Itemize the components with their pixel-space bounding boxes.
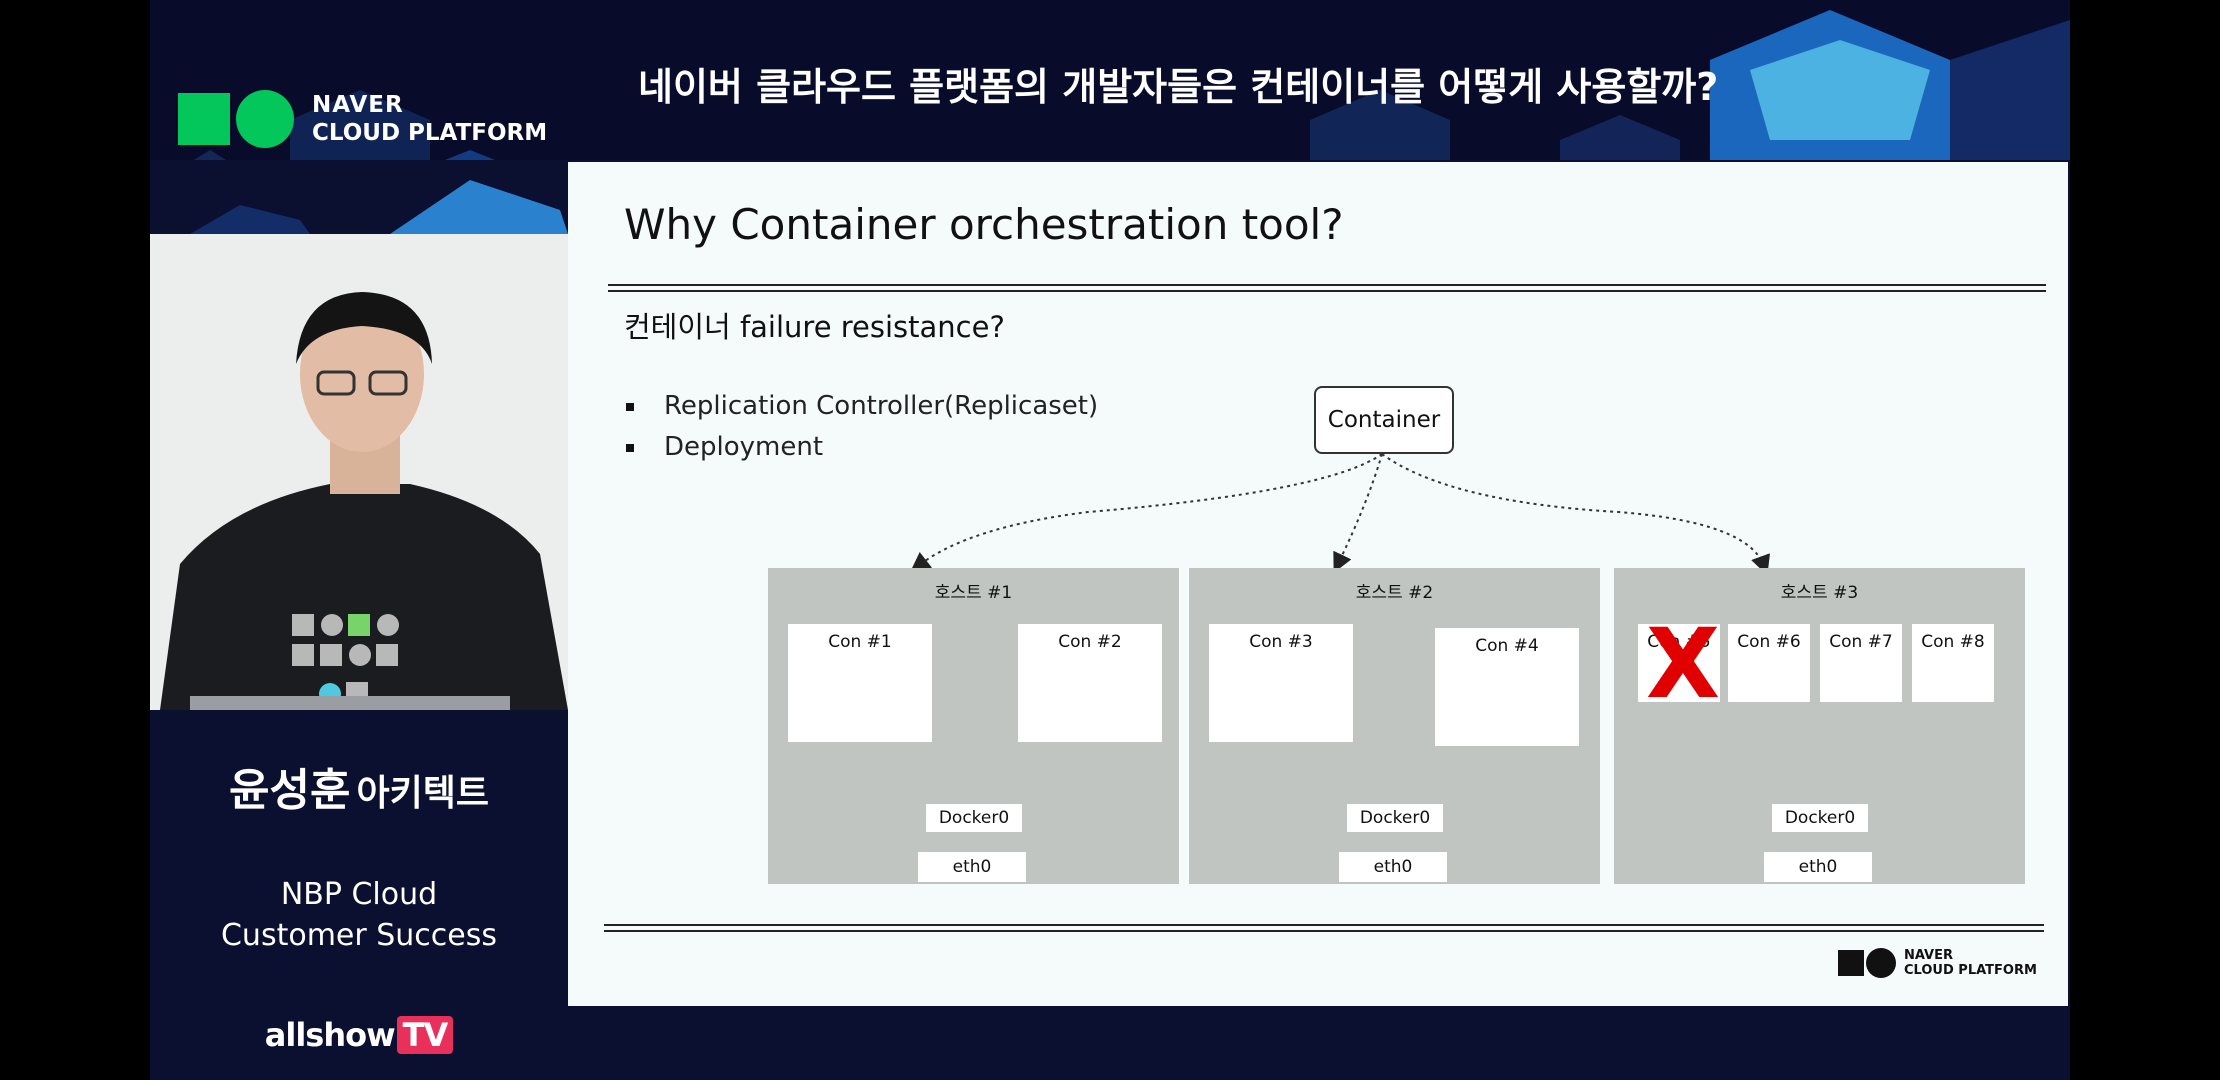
footer-rule-top	[604, 924, 2044, 926]
host-1: 호스트 #1 Con #1 Con #2 Docker0 eth0	[768, 568, 1179, 884]
host-label: 호스트 #2	[1355, 583, 1434, 603]
top-banner: NAVER CLOUD PLATFORM 네이버 클라우드 플랫폼의 개발자들은…	[150, 0, 2070, 160]
slide-subheading: 컨테이너 failure resistance?	[624, 310, 1005, 344]
container-card: Con #4	[1435, 628, 1579, 746]
slide-logo-text: NAVER CLOUD PLATFORM	[1904, 948, 2037, 978]
speaker-org-line1: NBP Cloud	[280, 877, 438, 912]
slide-logo-circle-icon	[1866, 948, 1896, 978]
docker0-bridge: Docker0	[926, 804, 1022, 832]
container-label: Con #2	[1058, 632, 1122, 652]
container-card: Con #2	[1018, 624, 1162, 742]
docker0-bridge: Docker0	[1347, 804, 1443, 832]
bullet-item: Replication Controller(Replicaset)	[624, 386, 1098, 427]
host-2: 호스트 #2 Con #3 Con #4 Docker0 eth0	[1189, 568, 1600, 884]
logo-line2: CLOUD PLATFORM	[312, 120, 548, 146]
host-label: 호스트 #3	[1780, 583, 1859, 603]
container-card: Con #7	[1820, 624, 1902, 702]
session-title: 네이버 클라우드 플랫폼의 개발자들은 컨테이너를 어떻게 사용할까?	[638, 65, 1719, 109]
slide-logo-line2: CLOUD PLATFORM	[1904, 963, 2037, 978]
logo-text: NAVER CLOUD PLATFORM	[312, 91, 547, 147]
container-card: Con #3	[1209, 624, 1353, 742]
container-card-failed: Con #5	[1638, 624, 1720, 702]
container-label: Con #6	[1737, 632, 1801, 652]
slide-logo-square-icon	[1838, 950, 1864, 976]
distribution-arrows	[910, 453, 1770, 576]
tv-badge: TV	[396, 1016, 454, 1054]
eth0-interface: eth0	[1764, 852, 1872, 882]
logo-square-icon	[178, 93, 230, 145]
host-label: 호스트 #1	[934, 583, 1013, 603]
speaker-name-text: 윤성훈	[229, 765, 351, 816]
logo-circle-icon	[236, 90, 294, 148]
video-stage: NAVER CLOUD PLATFORM 네이버 클라우드 플랫폼의 개발자들은…	[150, 0, 2070, 1080]
footer-rule-bottom	[604, 930, 2044, 932]
speaker-silhouette	[150, 234, 568, 710]
speaker-org-line2: Customer Success	[220, 918, 498, 953]
failure-x-mark: X	[1646, 608, 1721, 720]
container-node: Container	[1314, 386, 1454, 454]
speaker-info-panel	[150, 710, 568, 1080]
speaker-organization: NBP Cloud Customer Success	[150, 874, 568, 956]
container-label: Con #3	[1249, 632, 1313, 652]
container-card: Con #6	[1728, 624, 1810, 702]
container-label: Con #8	[1921, 632, 1985, 652]
host-3: 호스트 #3 Con #5 X Con #6 Con #7 Con #8 Doc…	[1614, 568, 2025, 884]
slide-logo-line1: NAVER	[1904, 948, 1954, 963]
bullet-item: Deployment	[624, 427, 1098, 468]
container-label: Con #4	[1475, 636, 1539, 656]
container-card: Con #8	[1912, 624, 1994, 702]
container-card: Con #1	[788, 624, 932, 742]
container-label: Con #5	[1647, 632, 1711, 652]
banner-hexagon-decor	[194, 10, 2070, 160]
naver-cloud-logo: NAVER CLOUD PLATFORM	[178, 90, 547, 148]
container-label: Con #1	[828, 632, 892, 652]
slide-naver-logo: NAVER CLOUD PLATFORM	[1838, 948, 2037, 978]
presentation-slide: Why Container orchestration tool? 컨테이너 f…	[568, 162, 2068, 1006]
logo-line1: NAVER	[312, 92, 404, 118]
bullet-list: Replication Controller(Replicaset) Deplo…	[624, 386, 1098, 468]
title-rule-top	[608, 284, 2046, 286]
title-rule-bottom	[608, 290, 2046, 292]
docker0-bridge: Docker0	[1772, 804, 1868, 832]
allshow-text: allshow	[264, 1016, 396, 1054]
slide-title: Why Container orchestration tool?	[624, 200, 1344, 249]
container-label: Con #7	[1829, 632, 1893, 652]
eth0-interface: eth0	[1339, 852, 1447, 882]
speaker-role: 아키텍트	[356, 773, 489, 814]
eth0-interface: eth0	[918, 852, 1026, 882]
speaker-camera-feed	[150, 234, 568, 710]
side-hexagon-decor	[150, 160, 568, 234]
